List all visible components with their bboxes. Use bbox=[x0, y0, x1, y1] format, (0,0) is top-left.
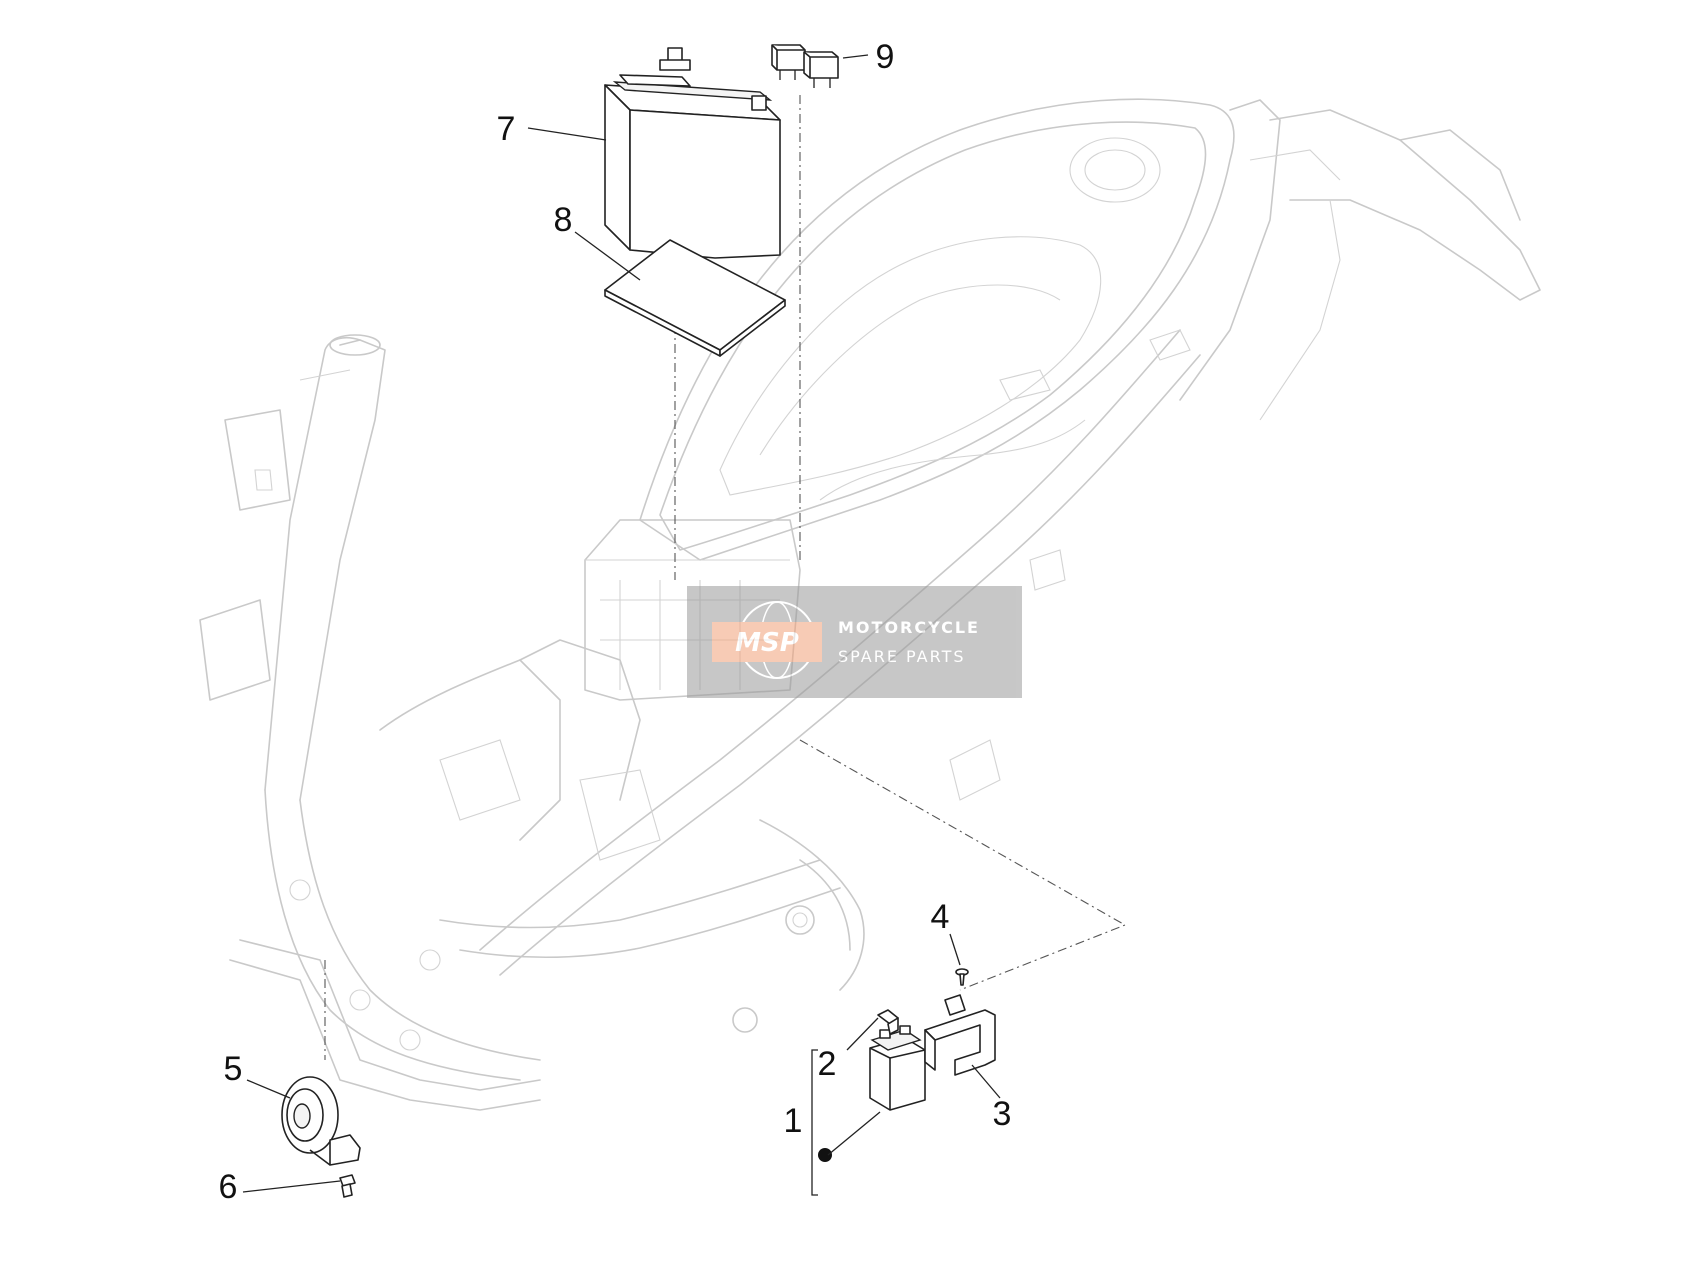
starter-relay-part-1[interactable] bbox=[869, 1025, 926, 1111]
kit-bullet-dot bbox=[818, 1148, 832, 1162]
bracket-part-3[interactable] bbox=[924, 994, 996, 1076]
assembly-lines bbox=[324, 95, 1127, 1060]
watermark-badge-bg bbox=[712, 622, 822, 662]
watermark-line2: SPARE PARTS bbox=[838, 647, 966, 666]
watermark: MSP MOTORCYCLE SPARE PARTS bbox=[687, 586, 1022, 698]
callout-1: 1 bbox=[784, 1102, 803, 1140]
callout-2: 2 bbox=[818, 1045, 837, 1083]
callout-8: 8 bbox=[554, 201, 573, 239]
callout-6: 6 bbox=[219, 1168, 238, 1206]
battery-part-7[interactable] bbox=[604, 47, 781, 259]
callout-4: 4 bbox=[931, 898, 950, 936]
watermark-badge: MSP bbox=[735, 628, 799, 658]
callout-3: 3 bbox=[993, 1095, 1012, 1133]
relays-part-9[interactable] bbox=[771, 44, 839, 88]
callout-5: 5 bbox=[224, 1050, 243, 1088]
callout-labels: 7 8 9 4 2 1 3 5 6 bbox=[219, 38, 1012, 1206]
screw-part-4[interactable] bbox=[955, 968, 969, 986]
horn-part-5[interactable] bbox=[281, 1076, 361, 1166]
scooter-frame bbox=[199, 98, 1541, 1111]
watermark-line1: MOTORCYCLE bbox=[838, 618, 980, 637]
callout-7: 7 bbox=[497, 110, 516, 148]
battery-pad-part-8[interactable] bbox=[604, 239, 786, 357]
leader-lines bbox=[242, 54, 1001, 1196]
bolt-part-6[interactable] bbox=[339, 1174, 356, 1198]
callout-9: 9 bbox=[876, 38, 895, 76]
fuse-part-2[interactable] bbox=[877, 1009, 899, 1035]
